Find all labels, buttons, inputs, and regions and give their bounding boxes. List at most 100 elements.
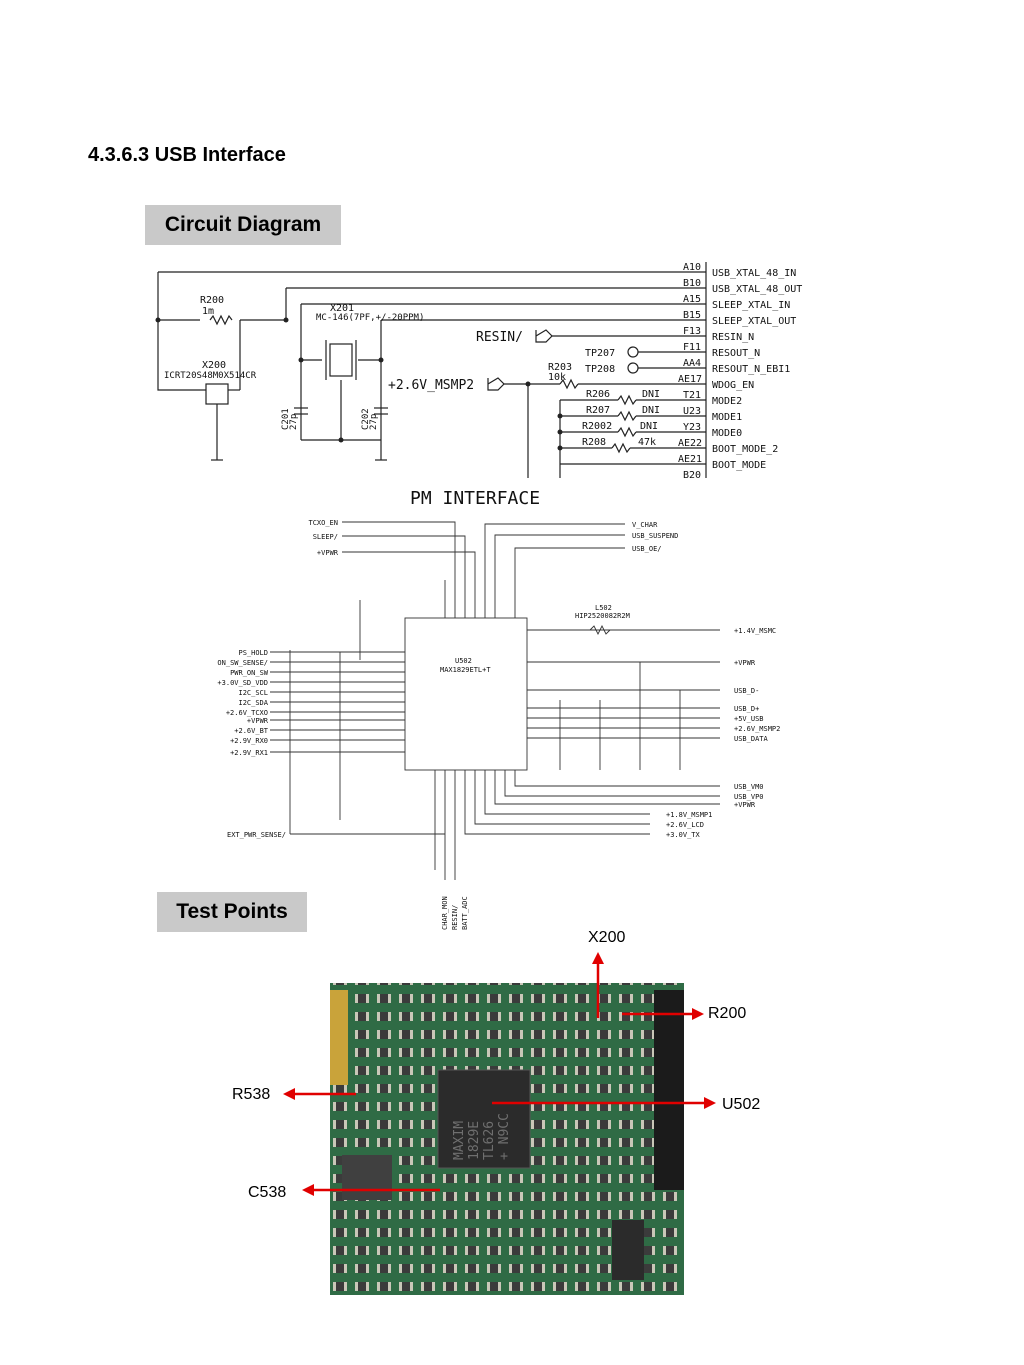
sig-i2c-scl: I2C_SCL — [238, 689, 268, 697]
sig-2v9-rx0: +2.9V_RX0 — [230, 737, 268, 745]
net-boot-mode-2: BOOT_MODE_2 — [712, 444, 778, 455]
sig-usb-data: USB_DATA — [734, 735, 769, 743]
net-resout-n: RESOUT_N — [712, 348, 760, 359]
section-title: 4.3.6.3 USB Interface — [88, 144, 286, 166]
pin-ae22: AE22 — [678, 438, 702, 449]
x200-ref: X200 — [202, 360, 226, 371]
net-resout-n-ebi1: RESOUT_N_EBI1 — [712, 364, 790, 375]
sig-ps-hold: PS_HOLD — [238, 649, 268, 657]
u502-chip — [437, 1069, 531, 1169]
sig-2v6-bt: +2.6V_BT — [234, 727, 269, 735]
callout-u502: U502 — [722, 1096, 761, 1113]
pcb-inductor — [342, 1155, 392, 1200]
chip-marking-3: TL626 — [482, 1121, 497, 1160]
sig-usb-dm: USB_D- — [734, 687, 759, 695]
u502-ref: U502 — [455, 657, 472, 665]
pcb-ic-small — [612, 1220, 644, 1280]
l502-ref: L502 — [595, 604, 612, 612]
sig-usb-vm0: USB_VM0 — [734, 783, 764, 791]
sig-1v4-msmc: +1.4V_MSMC — [734, 627, 776, 635]
v-msmp2-label: +2.6V_MSMP2 — [388, 378, 474, 393]
pin-a10: A10 — [683, 262, 701, 273]
sig-2v9-rx1: +2.9V_RX1 — [230, 749, 268, 757]
pin-f11: F11 — [683, 342, 701, 353]
chip-marking-2: 1829E — [467, 1121, 482, 1160]
pin-ae17: AE17 — [678, 374, 702, 385]
sig-usb-dp: USB_D+ — [734, 705, 759, 713]
net-wdog-en: WDOG_EN — [712, 380, 754, 391]
sig-bottom-vpwr: +VPWR — [734, 801, 756, 809]
r200-ref: R200 — [200, 295, 224, 306]
callout-x200: X200 — [588, 929, 626, 946]
sig-3v-sd-vdd: +3.0V_SD_VDD — [217, 679, 268, 687]
chip-marking-1: MAXIM — [452, 1121, 467, 1160]
sig-batt-adc: BATT_ADC — [461, 896, 469, 930]
sig-tcxo-en: TCXO_EN — [308, 519, 338, 527]
l502-part: HIP2520082R2M — [575, 612, 630, 620]
c201-ref: C201 — [281, 408, 291, 430]
sig-on-sw-sense: ON_SW_SENSE/ — [217, 659, 268, 667]
sig-5v-usb: +5V_USB — [734, 715, 764, 723]
net-usb-xtal-out: USB_XTAL_48_OUT — [712, 284, 802, 295]
sig-2v6-tcxo: +2.6V_TCXO — [226, 709, 268, 717]
resin-label: RESIN/ — [476, 330, 523, 345]
tp207-label: TP207 — [585, 348, 615, 359]
r2002-ref: R2002 — [582, 421, 612, 432]
callout-r538: R538 — [232, 1086, 271, 1103]
tp208-label: TP208 — [585, 364, 615, 375]
circuit-diagram-label: Circuit Diagram — [145, 205, 341, 245]
net-resin-n: RESIN_N — [712, 332, 754, 343]
sig-vpwr: +VPWR — [247, 717, 269, 725]
c202-ref: C202 — [361, 408, 371, 430]
x201-ref: X201 — [330, 303, 354, 314]
c202-value: 27p — [369, 414, 379, 430]
net-mode1: MODE1 — [712, 412, 742, 423]
sig-right-vpwr: +VPWR — [734, 659, 756, 667]
r203-ref: R203 — [548, 362, 572, 373]
net-sleep-xtal-out: SLEEP_XTAL_OUT — [712, 316, 796, 327]
net-usb-xtal-in: USB_XTAL_48_IN — [712, 268, 796, 279]
r208-value: 47k — [638, 437, 656, 448]
r206-dni: DNI — [642, 389, 660, 400]
pin-f13: F13 — [683, 326, 701, 337]
sig-usb-vp0: USB_VP0 — [734, 793, 764, 801]
sig-v-char: V_CHAR — [632, 521, 658, 529]
pin-b10: B10 — [683, 278, 701, 289]
r208-ref: R208 — [582, 437, 606, 448]
r207-ref: R207 — [586, 405, 610, 416]
sig-1v8-msmp1: +1.8V_MSMP1 — [666, 811, 712, 819]
x200-desc: ICRT20S48M0X514CR — [164, 371, 257, 381]
r200-value: 1m — [202, 306, 214, 317]
sig-char-mon: CHAR_MON — [441, 896, 449, 930]
sig-usb-suspend: USB_SUSPEND — [632, 532, 678, 540]
callout-r200: R200 — [708, 1005, 747, 1022]
sig-3v-tx: +3.0V_TX — [666, 831, 701, 839]
r203-value: 10k — [548, 372, 566, 383]
r207-dni: DNI — [642, 405, 660, 416]
sig-i2c-sda: I2C_SDA — [238, 699, 268, 707]
c201-value: 27p — [289, 414, 299, 430]
pin-ae21: AE21 — [678, 454, 702, 465]
pin-b15: B15 — [683, 310, 701, 321]
pm-interface-title: PM INTERFACE — [410, 488, 540, 509]
sig-sleep: SLEEP/ — [313, 533, 338, 541]
sig-pwr-on-sw: PWR_ON_SW — [230, 669, 269, 677]
net-boot-mode: BOOT_MODE — [712, 460, 766, 471]
pcb-connector — [654, 990, 684, 1190]
r2002-dni: DNI — [640, 421, 658, 432]
pin-b20: B20 — [683, 470, 701, 481]
r206-ref: R206 — [586, 389, 610, 400]
u502-part: MAX1829ETL+T — [440, 666, 491, 674]
pin-y23: Y23 — [683, 422, 701, 433]
pin-a15: A15 — [683, 294, 701, 305]
sig-2v6-lcd: +2.6V_LCD — [666, 821, 704, 829]
sig-usb-oe: USB_OE/ — [632, 545, 662, 553]
pin-aa4: AA4 — [683, 358, 701, 369]
sig-resin: RESIN/ — [451, 905, 459, 930]
pin-u23: U23 — [683, 406, 701, 417]
sig-top-vpwr: +VPWR — [317, 549, 339, 557]
x201-desc: MC-146(7PF,+/-20PPM) — [316, 313, 424, 323]
